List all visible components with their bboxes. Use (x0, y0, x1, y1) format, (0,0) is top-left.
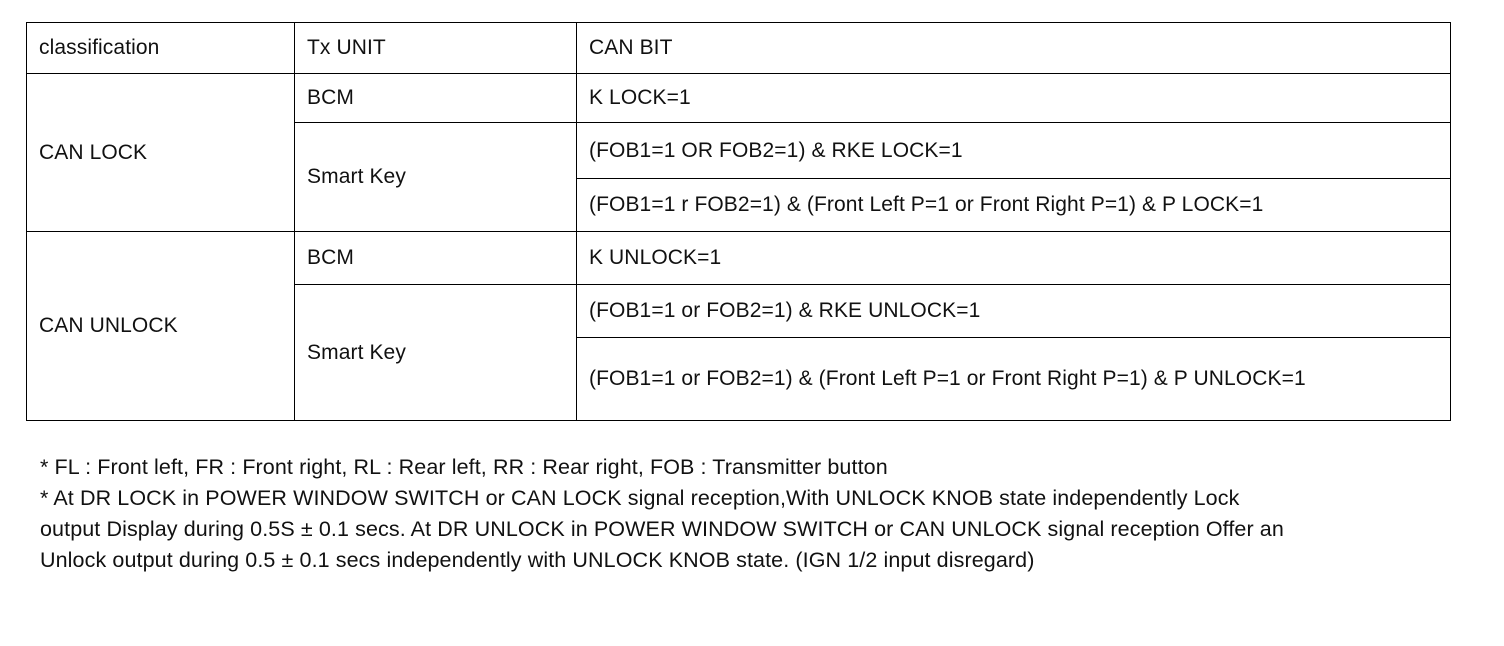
column-header-can-bit: CAN BIT (576, 22, 1451, 74)
table-row: CAN UNLOCK BCM K UNLOCK=1 (26, 231, 1451, 421)
cell-can-bit-rke-lock: (FOB1=1 OR FOB2=1) & RKE LOCK=1 (576, 122, 1451, 179)
table-header-row: classification Tx UNIT CAN BIT (26, 22, 1451, 74)
table-row: Smart Key (FOB1=1 OR FOB2=1) & RKE LOCK=… (27, 122, 1451, 232)
cell-classification-can-lock: CAN LOCK (26, 73, 295, 232)
can-signal-table: classification Tx UNIT CAN BIT CAN LOCK … (26, 22, 1451, 421)
cell-classification-can-unlock: CAN UNLOCK (26, 231, 295, 421)
footnote-abbreviations: * FL : Front left, FR : Front right, RL … (40, 455, 888, 479)
cell-tx-unit-smart-key-unlock: Smart Key (294, 284, 577, 421)
table-row: CAN LOCK BCM K LOCK=1 (26, 73, 1451, 232)
cell-can-bit-rke-unlock: (FOB1=1 or FOB2=1) & RKE UNLOCK=1 (576, 284, 1451, 338)
cell-tx-unit-smart-key-lock: Smart Key (294, 122, 577, 232)
cell-can-bit-p-unlock: (FOB1=1 or FOB2=1) & (Front Left P=1 or … (576, 337, 1451, 421)
cell-can-bit-p-lock: (FOB1=1 r FOB2=1) & (Front Left P=1 or F… (576, 178, 1451, 232)
table-row: (FOB1=1 or FOB2=1) & (Front Left P=1 or … (27, 337, 1451, 421)
table-row: Smart Key (FOB1=1 or FOB2=1) & RKE UNLOC… (27, 284, 1451, 421)
footnotes: * FL : Front left, FR : Front right, RL … (40, 452, 1440, 576)
column-header-tx-unit: Tx UNIT (294, 22, 577, 74)
cell-can-bit-k-unlock: K UNLOCK=1 (576, 231, 1451, 285)
footnote-lock-unlock-behavior: * At DR LOCK in POWER WINDOW SWITCH or C… (40, 486, 1284, 572)
column-header-classification: classification (26, 22, 295, 74)
cell-tx-unit-bcm-unlock: BCM (294, 231, 577, 285)
cell-tx-unit-bcm-lock: BCM (294, 73, 577, 123)
cell-can-bit-k-lock: K LOCK=1 (576, 73, 1451, 123)
